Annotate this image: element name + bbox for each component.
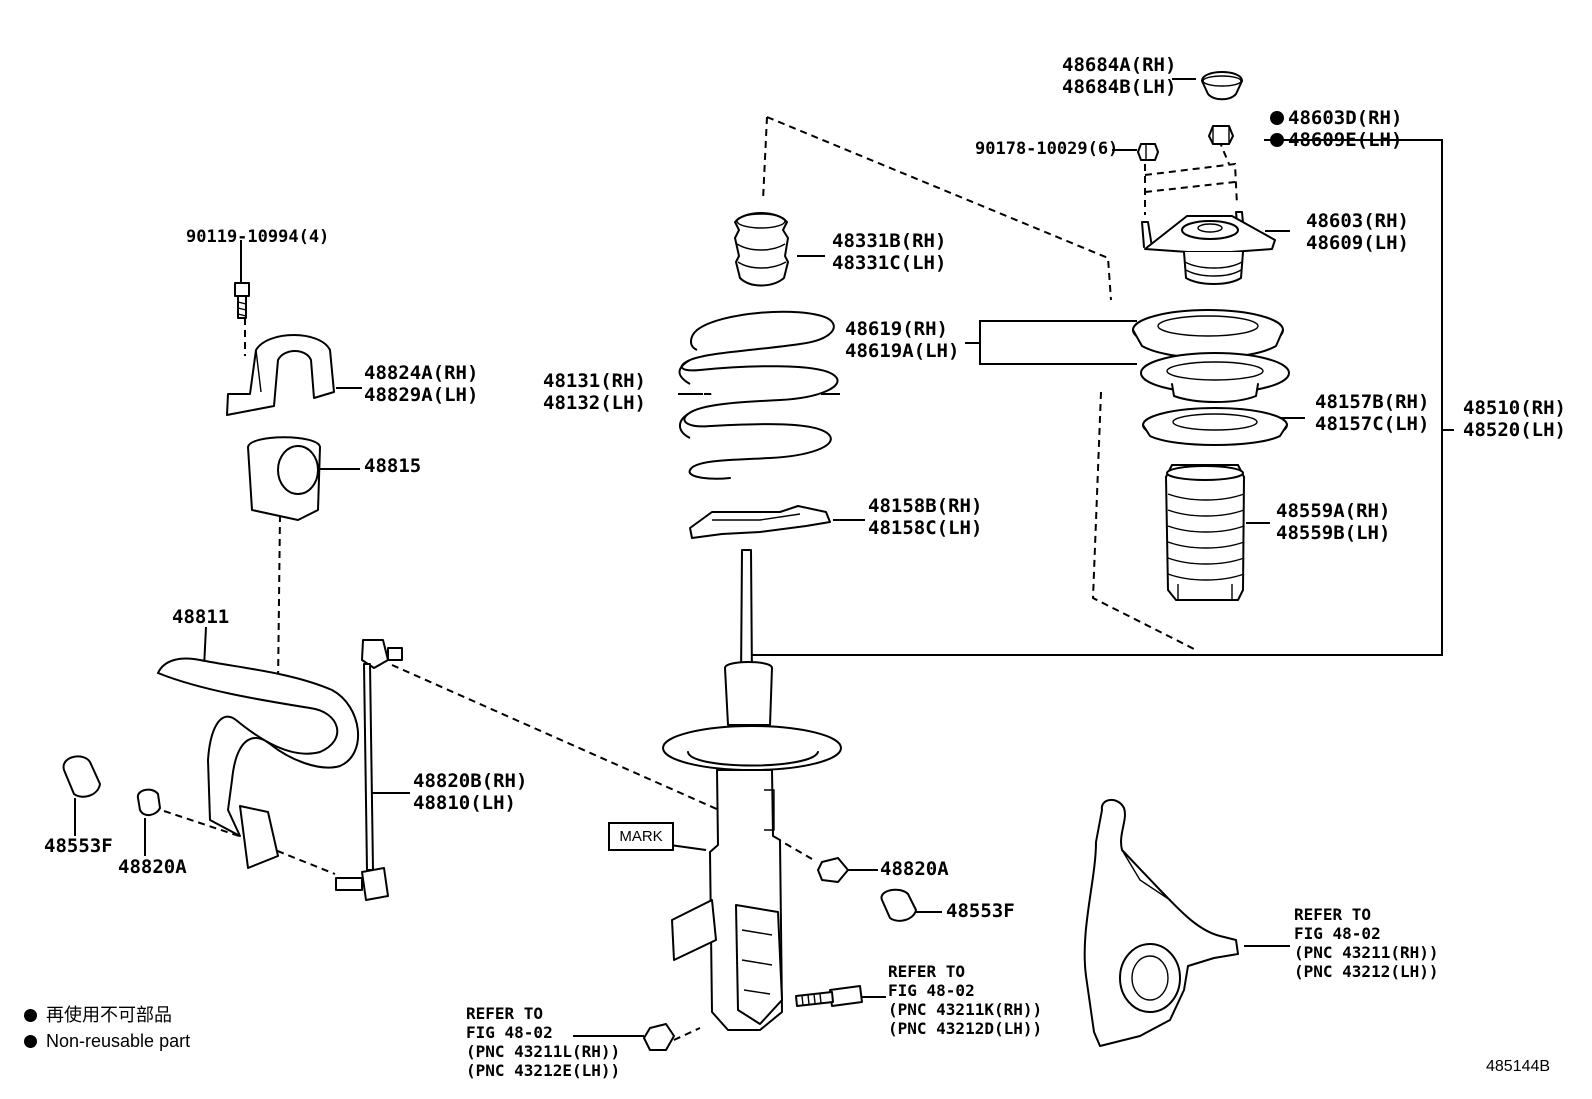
label-48331c: 48331C(LH) [832,252,947,274]
label-48684a: 48684A(RH) [1062,54,1177,76]
leader-lines [74,78,1454,1037]
label-48619: 48619(RH) [845,318,948,340]
label-48553f-right: 48553F [946,900,1015,922]
label-48820b: 48820B(RH) [413,770,528,792]
boot-part [1165,464,1245,601]
bump-stopper-part [734,212,789,287]
bearing-part [1142,407,1288,446]
label-48157b: 48157B(RH) [1315,391,1430,413]
strut-part [662,549,842,1031]
upper-support-part [1141,211,1276,285]
non-reusable-bullet-icon [1270,111,1284,125]
label-48820a-left: 48820A [118,856,187,878]
non-reusable-bullet-icon [1270,133,1284,147]
label-48811: 48811 [172,606,230,628]
label-48158c: 48158C(LH) [868,517,983,539]
label-48609: 48609(LH) [1306,232,1409,254]
label-48559a: 48559A(RH) [1276,500,1391,522]
refer-knuckle: REFER TO FIG 48-02 (PNC 43211(RH)) (PNC … [1294,905,1439,981]
spring-seat-part [1132,309,1290,403]
stab-bracket-part [226,334,335,416]
bolt-part [795,985,863,1007]
stab-bar-part [157,657,360,869]
mark-box: MARK [608,822,674,851]
bottom-nut-part [643,1023,675,1051]
label-48331b: 48331B(RH) [832,230,947,252]
label-48684b: 48684B(LH) [1062,76,1177,98]
label-48158b: 48158B(RH) [868,495,983,517]
label-48810: 48810(LH) [413,792,516,814]
top-bolt-part [234,282,250,319]
bullet-icon [24,1035,37,1048]
label-48520: 48520(LH) [1463,419,1566,441]
label-48815: 48815 [364,455,422,477]
label-48609e: 48609E(LH) [1270,129,1402,151]
refer-nut: REFER TO FIG 48-02 (PNC 43211L(RH)) (PNC… [466,1004,621,1080]
label-48829a: 48829A(LH) [364,384,479,406]
label-48820a-right: 48820A [880,858,949,880]
label-48603: 48603(RH) [1306,210,1409,232]
stab-link-part [335,639,403,901]
cap-part [1201,71,1243,101]
small-nut-part [1137,143,1159,161]
label-48131: 48131(RH) [543,370,646,392]
right-nuts [817,857,917,922]
label-90119: 90119-10994(4) [186,227,330,247]
refer-bolt: REFER TO FIG 48-02 (PNC 43211K(RH)) (PNC… [888,962,1043,1038]
legend-row-jp: 再使用不可部品 [24,1002,190,1028]
label-90178: 90178-10029(6) [975,139,1119,159]
legend: 再使用不可部品 Non-reusable part [24,1002,190,1054]
legend-row-en: Non-reusable part [24,1028,190,1054]
top-nut-part [1208,125,1234,145]
label-48510: 48510(RH) [1463,397,1566,419]
knuckle-part [1083,799,1239,1047]
left-nuts [62,755,161,816]
label-48157c: 48157C(LH) [1315,413,1430,435]
label-48619a: 48619A(LH) [845,340,960,362]
coil-spring-part [678,310,839,480]
bushing-part [247,436,321,521]
label-48603d: 48603D(RH) [1270,107,1402,129]
label-48553f-left: 48553F [44,835,113,857]
label-48132: 48132(LH) [543,392,646,414]
label-48559b: 48559B(LH) [1276,522,1391,544]
insulator-part [689,505,831,539]
figure-code: 485144B [1486,1058,1551,1075]
label-48824a: 48824A(RH) [364,362,479,384]
bullet-icon [24,1009,37,1022]
